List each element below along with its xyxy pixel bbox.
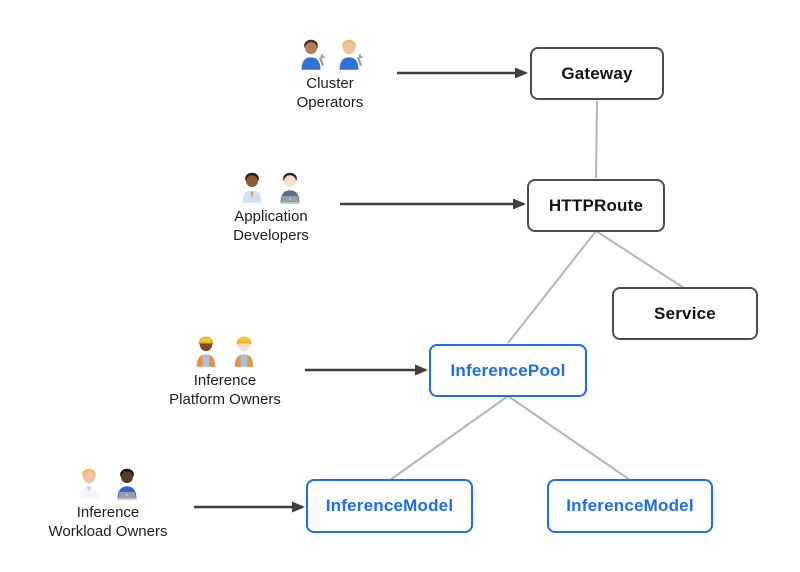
edge-inferencepool-model-right [507,395,631,481]
edge-inferencepool-model-left [389,395,509,481]
node-service: Service [612,287,758,340]
edge-httproute-inferencepool [507,230,597,344]
persona-inference-platform-owners-label: Inference Platform Owners [169,372,281,408]
node-inferencemodel-right-label: InferenceModel [566,496,694,515]
man-office-worker-icon [234,169,270,205]
node-httproute: HTTPRoute [527,179,665,232]
persona-inference-platform-owners: Inference Platform Owners [130,331,320,410]
persona-inference-workload-owners-icons [13,463,203,501]
node-inferencemodel-left: InferenceModel [306,479,473,533]
edge-gateway-httproute [595,100,598,179]
node-inferencepool-label: InferencePool [450,360,566,380]
persona-application-developers-icons [176,167,366,205]
persona-application-developers: Application Developers [176,167,366,246]
persona-inference-platform-owners-icons [130,331,320,369]
persona-cluster-operators-label: Cluster Operators [296,75,364,111]
persona-inference-workload-owners: Inference Workload Owners [13,463,203,542]
persona-application-developers-label: Application Developers [233,208,309,244]
man-construction-worker-icon [226,333,262,369]
woman-health-worker-icon [71,465,107,501]
node-service-label: Service [654,303,716,323]
node-inferencemodel-left-label: InferenceModel [325,496,454,515]
woman-technologist-icon [272,169,308,205]
node-gateway-label: Gateway [561,63,633,83]
node-inferencepool: InferencePool [429,344,587,397]
edge-httproute-service [595,230,685,289]
man-technologist-icon [109,465,145,501]
node-inferencemodel-right: InferenceModel [547,479,713,533]
node-httproute-label: HTTPRoute [548,195,644,215]
persona-cluster-operators-icons [235,34,425,72]
woman-construction-worker-icon [188,333,224,369]
man-mechanic-icon [293,36,329,72]
persona-inference-workload-owners-label: Inference Workload Owners [48,504,168,540]
node-gateway: Gateway [530,47,664,100]
woman-mechanic-icon [331,36,367,72]
persona-cluster-operators: Cluster Operators [235,34,425,113]
